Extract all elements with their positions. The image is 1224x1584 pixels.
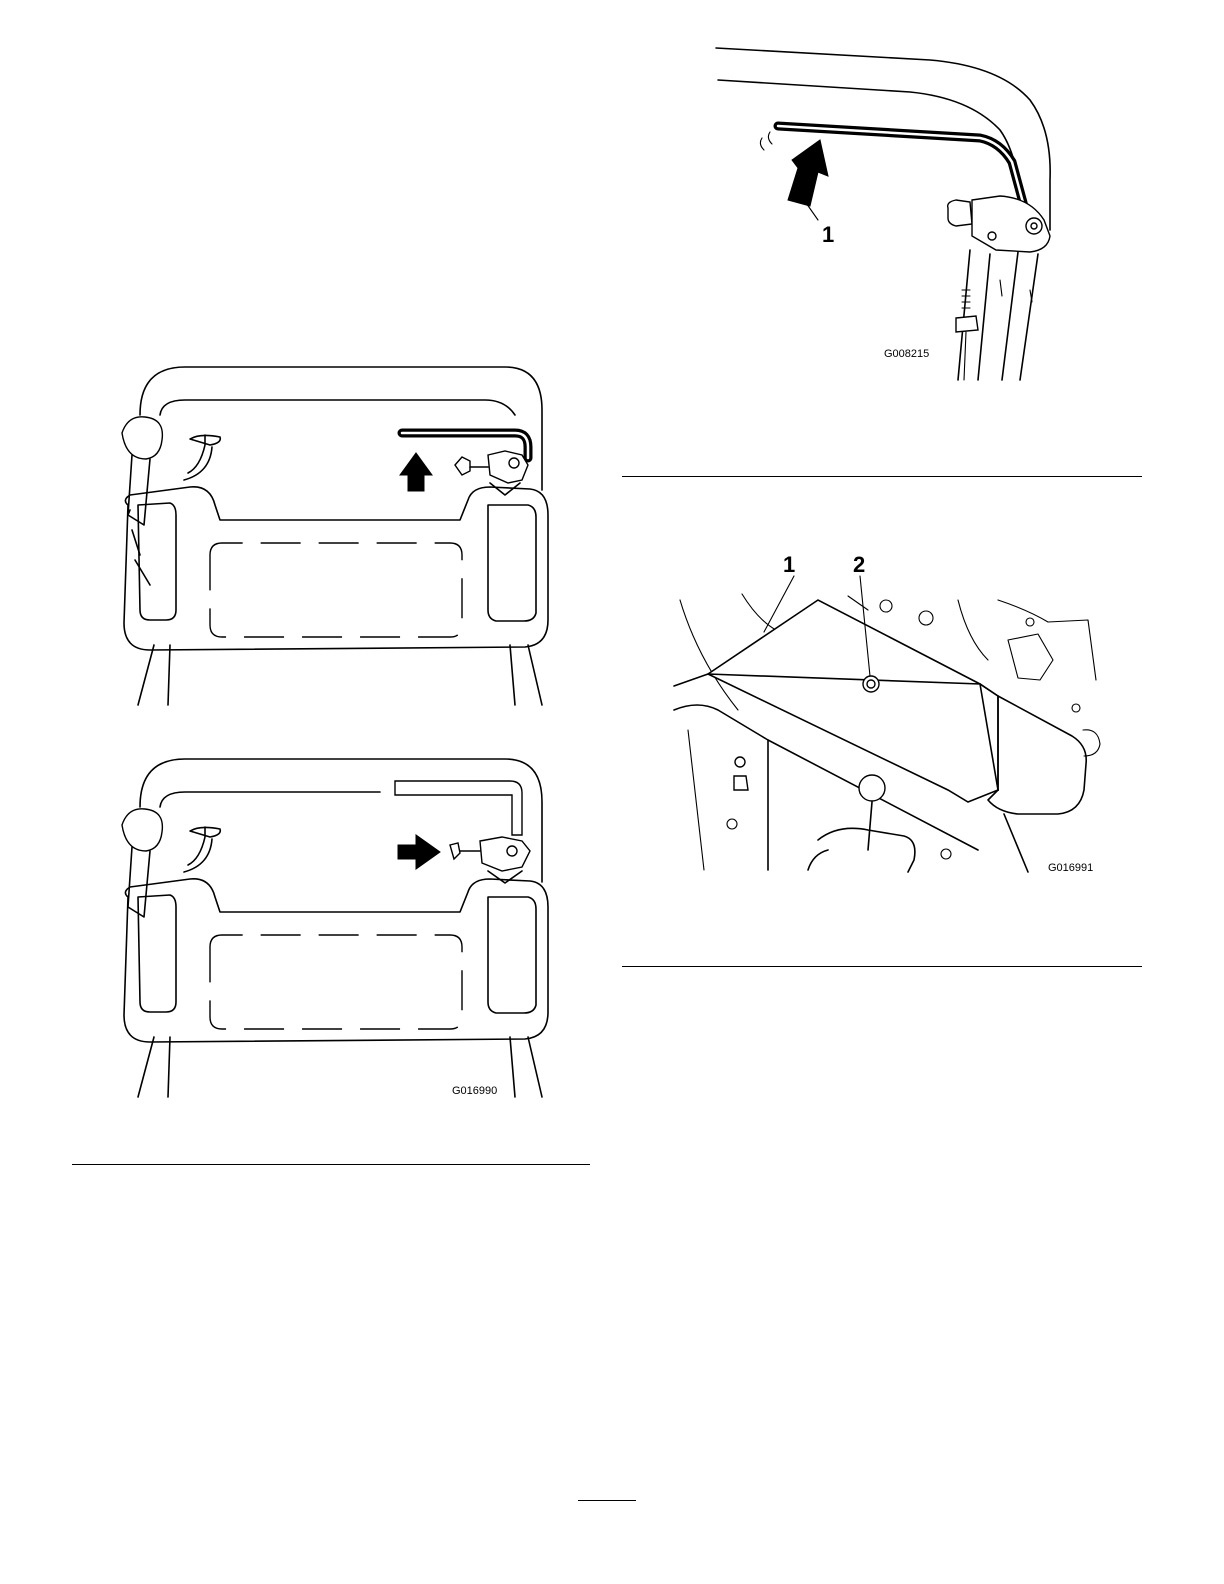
footer-rule	[578, 1500, 636, 1501]
figure-id: G008215	[884, 348, 929, 360]
figure-handle-closeup: 1 G008215	[700, 40, 1080, 380]
callout-1: 1	[783, 552, 795, 578]
callout-2: 2	[853, 552, 865, 578]
figure-belt-cover: 1 2 G016991	[668, 550, 1108, 880]
handle-raised-view	[122, 367, 548, 705]
section-divider	[622, 966, 1142, 967]
figure-id: G016990	[452, 1085, 497, 1097]
figure-handle-positions: G016990	[110, 355, 560, 1105]
section-divider	[622, 476, 1142, 477]
handle-latched-view	[122, 759, 548, 1097]
figure-id: G016991	[1048, 862, 1093, 874]
callout-1: 1	[822, 222, 834, 248]
section-divider	[72, 1164, 590, 1165]
